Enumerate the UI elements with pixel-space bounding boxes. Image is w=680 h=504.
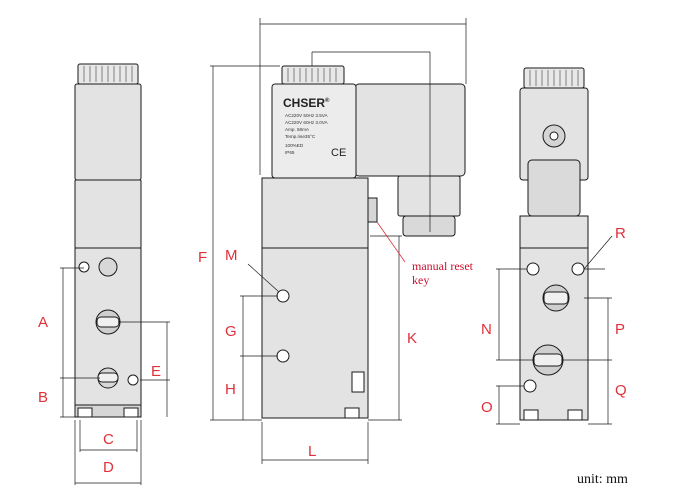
coil-spec-2: AC220V 60Hz 3.0VA — [285, 120, 328, 125]
label-H: H — [225, 381, 236, 398]
coil-spec-6: IP65 — [285, 150, 295, 155]
center-view-dimension-lines — [210, 18, 467, 464]
center-front-view — [261, 65, 466, 419]
manual-reset-label-key: key — [412, 273, 429, 287]
ce-mark: CE — [331, 147, 346, 159]
label-B: B — [38, 389, 48, 406]
label-D: D — [103, 459, 114, 476]
label-C: C — [103, 431, 114, 448]
right-view-dimension-lines — [496, 235, 613, 425]
coil-spec-3: Amp. 58mA — [285, 127, 310, 132]
label-K: K — [407, 330, 417, 347]
label-N: N — [481, 321, 492, 338]
right-side-view — [519, 67, 589, 421]
coil-spec-1: AC220V 50Hz 3.5VA — [285, 113, 328, 118]
label-O: O — [481, 399, 493, 416]
label-M: M — [225, 247, 238, 264]
left-view-dimension-lines — [60, 267, 170, 485]
label-G: G — [225, 323, 237, 340]
unit-note: unit: mm — [577, 472, 628, 487]
label-Q: Q — [615, 382, 627, 399]
label-E: E — [151, 363, 161, 380]
coil-spec-4: Temp.rise35°C — [285, 134, 316, 139]
left-side-view — [74, 63, 142, 418]
manual-reset-leader — [376, 221, 406, 263]
label-A: A — [38, 314, 48, 331]
label-L: L — [308, 443, 316, 460]
coil-spec-5: 100%ED — [285, 143, 304, 148]
manual-reset-label: manual reset — [412, 259, 474, 273]
label-P: P — [615, 321, 625, 338]
label-R: R — [615, 225, 626, 242]
coil-brand: CHSER® — [283, 96, 330, 110]
label-F: F — [198, 249, 207, 266]
